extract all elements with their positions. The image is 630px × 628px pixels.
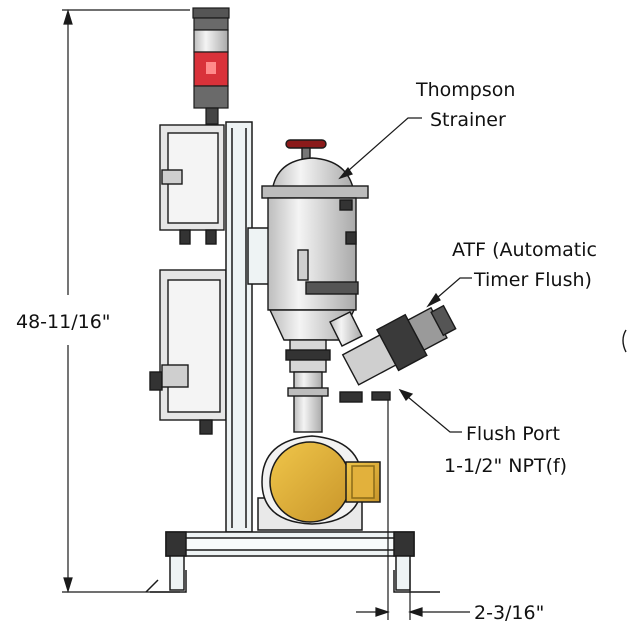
thompson-strainer — [261, 139, 369, 373]
strainer-label-line1: Thompson — [415, 79, 515, 101]
strainer-callout — [338, 117, 422, 180]
pump-motor — [257, 435, 381, 531]
strainer-label-line2: Strainer — [430, 109, 506, 131]
height-dimension — [62, 8, 190, 594]
lower-control-box — [149, 269, 227, 435]
height-dimension-label: 48-11/16" — [16, 311, 111, 333]
flush-port-label-line2: 1-1/2" NPT(f) — [444, 455, 567, 477]
atf-flush-valve — [329, 304, 457, 403]
offset-dimension — [356, 400, 470, 620]
upper-control-box — [159, 124, 225, 245]
strainer-handle — [285, 139, 327, 149]
base-frame — [145, 531, 440, 593]
cropped-paren-mark — [622, 329, 627, 353]
signal-beacon — [192, 7, 230, 125]
flush-port-label-line1: Flush Port — [466, 423, 560, 445]
offset-dimension-label: 2-3/16" — [474, 602, 544, 624]
frame-post — [225, 121, 279, 533]
atf-label-line1: ATF (Automatic — [452, 239, 597, 261]
connecting-pipe — [287, 371, 329, 433]
flush-port-callout — [398, 388, 462, 433]
atf-callout — [426, 277, 472, 308]
atf-label-line2: Timer Flush) — [473, 269, 592, 291]
